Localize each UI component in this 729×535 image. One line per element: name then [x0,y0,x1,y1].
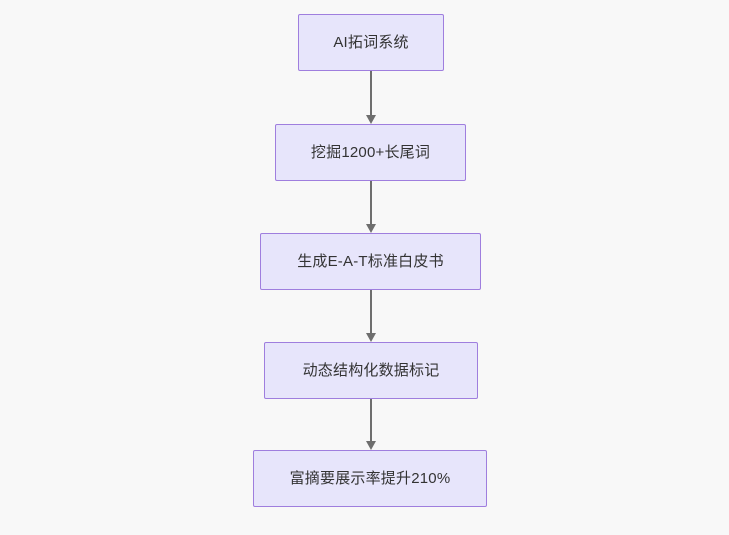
arrowhead-icon [366,115,376,124]
node-label: AI拓词系统 [333,34,409,51]
edge-line [370,399,372,442]
flowchart-node-ai-keyword-system[interactable]: AI拓词系统 [298,14,444,71]
flowchart-node-eat-whitepaper[interactable]: 生成E-A-T标准白皮书 [260,233,481,290]
edge-line [370,71,372,116]
node-label: 富摘要展示率提升210% [289,470,451,487]
flowchart-node-structured-data-markup[interactable]: 动态结构化数据标记 [264,342,478,399]
arrowhead-icon [366,224,376,233]
edge-line [370,181,372,225]
node-label: 生成E-A-T标准白皮书 [297,253,444,270]
node-label: 挖掘1200+长尾词 [310,144,431,161]
flowchart-node-longtail-keywords[interactable]: 挖掘1200+长尾词 [275,124,466,181]
arrowhead-icon [366,333,376,342]
edge-line [370,290,372,334]
flowchart-node-rich-snippet-result[interactable]: 富摘要展示率提升210% [253,450,487,507]
arrowhead-icon [366,441,376,450]
node-label: 动态结构化数据标记 [302,362,440,379]
